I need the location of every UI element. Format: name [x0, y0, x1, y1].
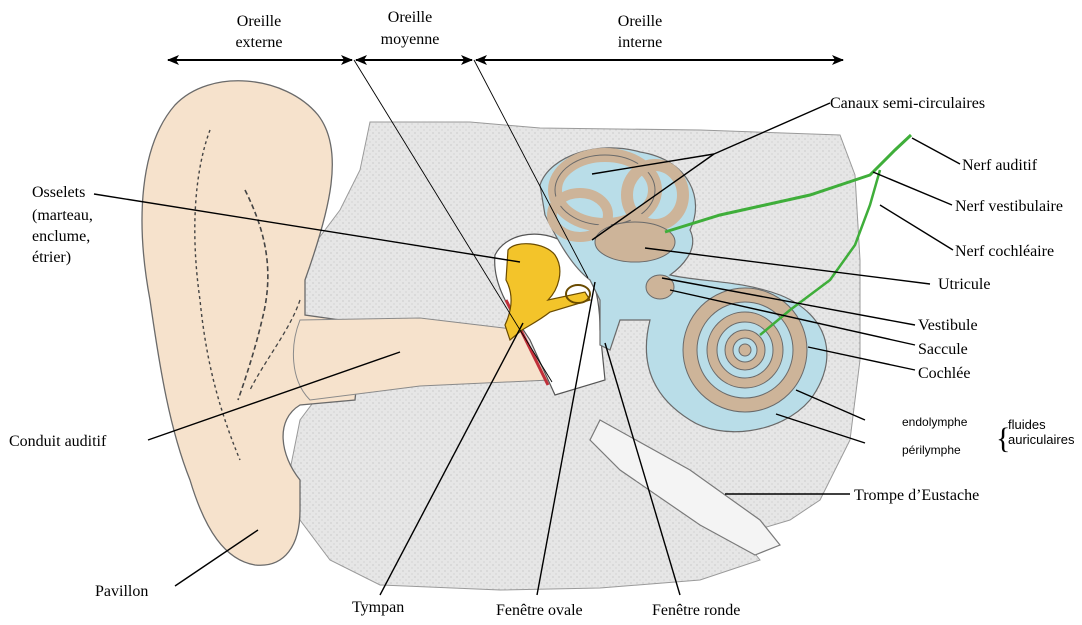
label-perilymphe: périlymphe: [902, 443, 961, 457]
region-moyenne-line1: Oreille: [388, 9, 432, 26]
label-fenetre-ovale: Fenêtre ovale: [496, 602, 583, 619]
leader-nerf-cochleaire: [880, 205, 953, 250]
label-fluides-line2: auriculaires: [1008, 432, 1075, 447]
label-conduit: Conduit auditif: [9, 433, 107, 450]
label-trompe: Trompe d’Eustache: [854, 487, 979, 504]
leader-nerf-auditif: [912, 138, 960, 164]
region-externe-line1: Oreille: [237, 13, 281, 30]
label-utricule: Utricule: [938, 276, 990, 293]
label-nerf-auditif: Nerf auditif: [962, 157, 1038, 174]
label-cochlee: Cochlée: [918, 365, 970, 382]
label-saccule: Saccule: [918, 341, 968, 358]
label-osselets-line1: Osselets: [32, 184, 85, 201]
region-interne-line1: Oreille: [618, 13, 662, 30]
region-interne-line2: interne: [618, 34, 662, 51]
label-nerf-cochleaire: Nerf cochléaire: [955, 243, 1054, 260]
region-moyenne-line2: moyenne: [381, 31, 440, 48]
label-osselets-line4: étrier): [32, 249, 71, 266]
region-externe-line2: externe: [235, 34, 282, 51]
label-osselets-line3: enclume,: [32, 228, 90, 245]
leader-nerf-vestibulaire: [873, 172, 952, 205]
label-endolymphe: endolymphe: [902, 415, 968, 429]
utricle-shape: [595, 222, 675, 262]
label-canaux: Canaux semi-circulaires: [830, 95, 985, 112]
label-vestibule: Vestibule: [918, 317, 978, 334]
saccule-shape: [646, 275, 674, 299]
label-nerf-vestibulaire: Nerf vestibulaire: [955, 198, 1063, 215]
label-fenetre-ronde: Fenêtre ronde: [652, 602, 740, 619]
label-tympan: Tympan: [352, 599, 404, 616]
label-osselets-line2: (marteau,: [32, 207, 93, 224]
label-fluides-line1: fluides: [1008, 417, 1046, 432]
label-pavillon: Pavillon: [95, 583, 148, 600]
